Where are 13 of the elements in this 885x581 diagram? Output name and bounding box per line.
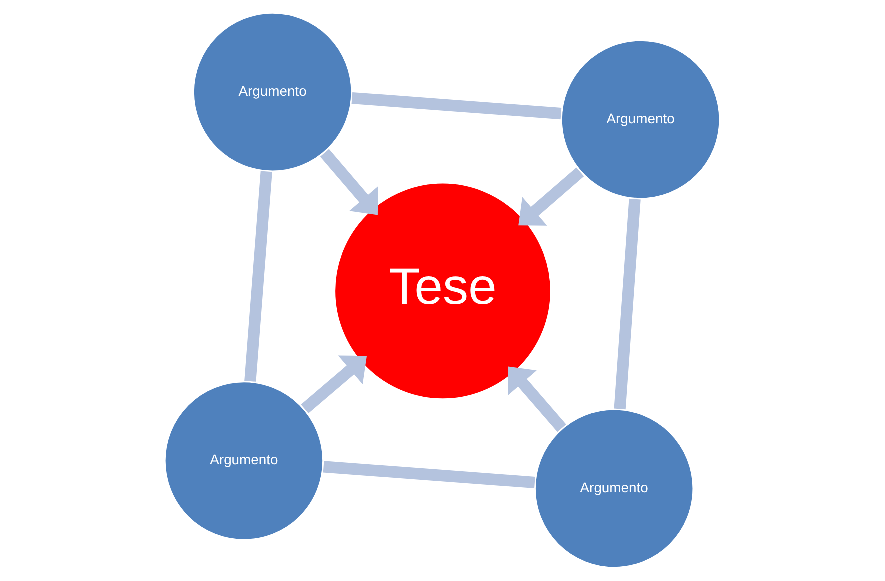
connector — [323, 461, 536, 489]
node-circle: Argumento — [534, 408, 696, 570]
node-circle: Tese — [333, 181, 553, 401]
connector — [352, 92, 562, 120]
node-circle: Argumento — [560, 39, 722, 200]
connector — [244, 171, 272, 382]
connector — [614, 198, 641, 410]
arrow — [301, 356, 368, 414]
arrow — [320, 149, 378, 216]
node-circle: Argumento — [163, 380, 325, 542]
arrow — [518, 168, 584, 226]
node-circle: Argumento — [192, 12, 354, 174]
arrow — [508, 366, 566, 432]
